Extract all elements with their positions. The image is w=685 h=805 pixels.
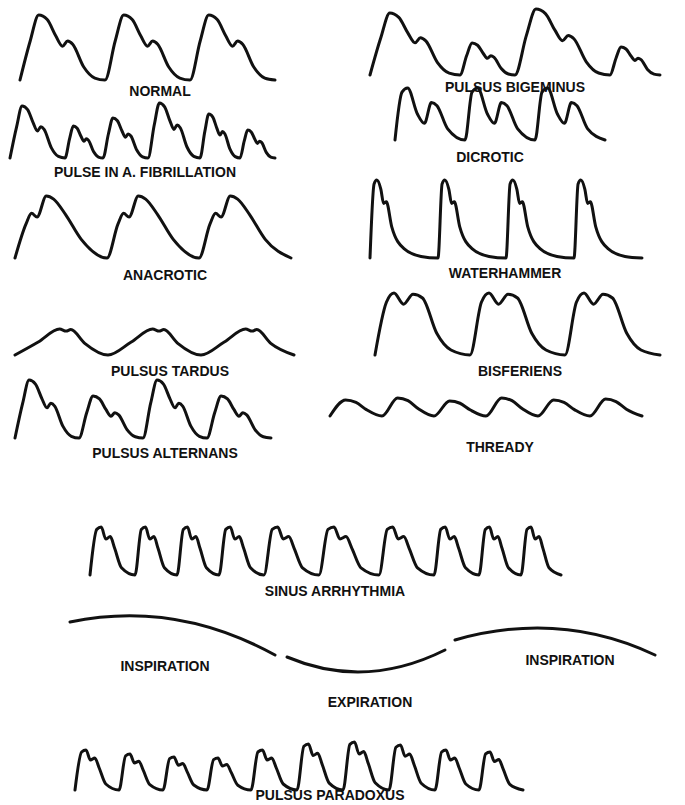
waveform-label: WATERHAMMER	[449, 266, 562, 280]
waveform-label: INSPIRATION	[525, 653, 614, 667]
waveform-label: SINUS ARRHYTHMIA	[265, 584, 405, 598]
waveform-label: INSPIRATION	[120, 659, 209, 673]
inspiration-arc	[455, 628, 655, 655]
pulse-wave	[20, 15, 275, 80]
pulse-wave	[10, 103, 275, 158]
pulse-wave	[375, 293, 660, 355]
waveform-label: PULSUS TARDUS	[111, 364, 229, 378]
pulse-wave	[330, 398, 642, 416]
pulse-wave	[370, 9, 660, 75]
waveform-label: DICROTIC	[456, 150, 524, 164]
waveform-label: BISFERIENS	[478, 364, 562, 378]
waveform-label: PULSUS PARADOXUS	[255, 788, 404, 802]
waveform-label: ANACROTIC	[123, 268, 207, 282]
waveform-label: THREADY	[466, 440, 534, 454]
waveform-label: EXPIRATION	[328, 695, 413, 709]
pulse-wave	[15, 329, 294, 355]
waveform-label: PULSUS ALTERNANS	[92, 446, 237, 460]
pulse-wave	[90, 527, 561, 575]
pulse-wave	[395, 88, 605, 140]
pulse-wave	[75, 742, 523, 790]
expiration-arc	[287, 650, 445, 672]
waveform-label: PULSUS BIGEMINUS	[445, 80, 585, 94]
pulse-wave	[15, 380, 271, 438]
pulse-wave	[370, 180, 642, 258]
waveform-label: NORMAL	[129, 84, 190, 98]
pulse-wave	[15, 196, 291, 258]
waveform-label: PULSE IN A. FIBRILLATION	[54, 165, 236, 179]
inspiration-arc	[70, 616, 275, 655]
